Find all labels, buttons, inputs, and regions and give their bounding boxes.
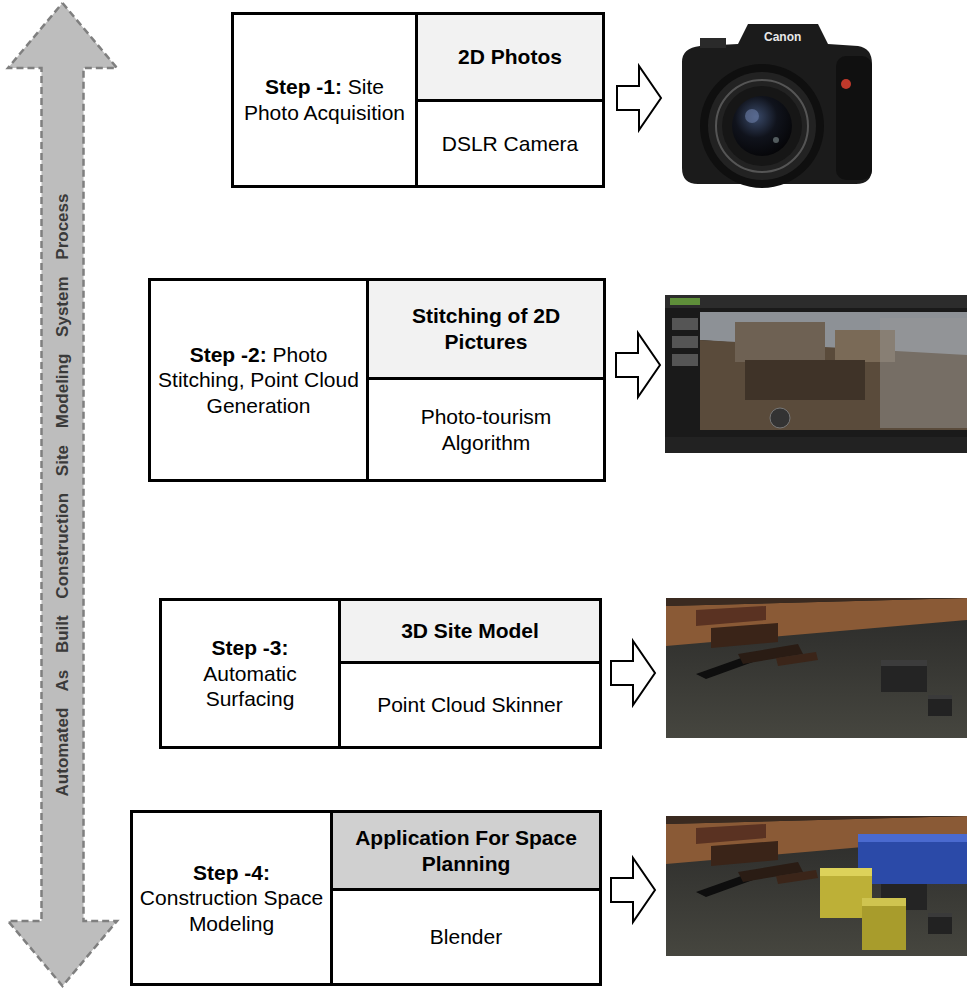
tool-name: Photo-tourism Algorithm [421,405,552,454]
cell-text: 3D Site Model [401,618,539,644]
tool-cell: Point Cloud Skinner [338,661,602,749]
cell-text: Step -1: Site Photo Acquisition [240,74,409,125]
output-cell: Application For Space Planning [330,810,602,891]
cell-text: Stitching of 2D Pictures [375,303,597,354]
tool-cell: Photo-tourism Algorithm [366,377,606,482]
cell-text: Step -2: Photo Stitching, Point Cloud Ge… [157,342,360,419]
tool-cell: Blender [330,888,602,986]
space-planning-render [666,816,967,956]
step-title: Construction Space Modeling [140,886,323,935]
output-cell: Stitching of 2D Pictures [366,278,606,380]
process-arrow: Automated As Built Construction Site Mod… [5,0,120,989]
output-title: Stitching of 2D Pictures [412,304,560,353]
cell-text: DSLR Camera [442,131,579,157]
step-cell: Step -3: Automatic Surfacing [159,598,341,749]
process-title: Automated As Built Construction Site Mod… [53,193,73,796]
tool-name: Blender [430,925,502,948]
output-title: 2D Photos [458,45,562,68]
step-cell: Step -4: Construction Space Modeling [130,810,333,986]
step-number: Step -3: [211,636,288,659]
output-cell: 3D Site Model [338,598,602,664]
site-model-render [666,598,967,738]
cell-text: Step -3: Automatic Surfacing [168,635,332,712]
photosynth-screenshot [665,295,967,453]
cell-text: Application For Space Planning [339,825,593,876]
output-title: 3D Site Model [401,619,539,642]
cell-text: Point Cloud Skinner [377,692,563,718]
step-title: Automatic Surfacing [203,662,296,711]
step-cell: Step -2: Photo Stitching, Point Cloud Ge… [148,278,369,482]
tool-cell: DSLR Camera [415,99,605,188]
block-arrow [611,66,661,922]
output-cell: 2D Photos [415,12,605,102]
cell-text: 2D Photos [458,44,562,70]
arrow-outline [8,3,117,986]
tool-name: DSLR Camera [442,132,579,155]
step-number: Step -2: [190,343,267,366]
cell-text: Step -4: Construction Space Modeling [139,860,324,937]
output-title: Application For Space Planning [355,826,577,875]
brand-label: Canon [764,30,801,44]
tool-name: Point Cloud Skinner [377,693,563,716]
step-number: Step -1: [265,75,342,98]
cell-text: Blender [430,924,502,950]
step-cell: Step -1: Site Photo Acquisition [231,12,418,188]
camera-picture [682,24,872,188]
step-number: Step -4: [193,861,270,884]
cell-text: Photo-tourism Algorithm [375,404,597,455]
